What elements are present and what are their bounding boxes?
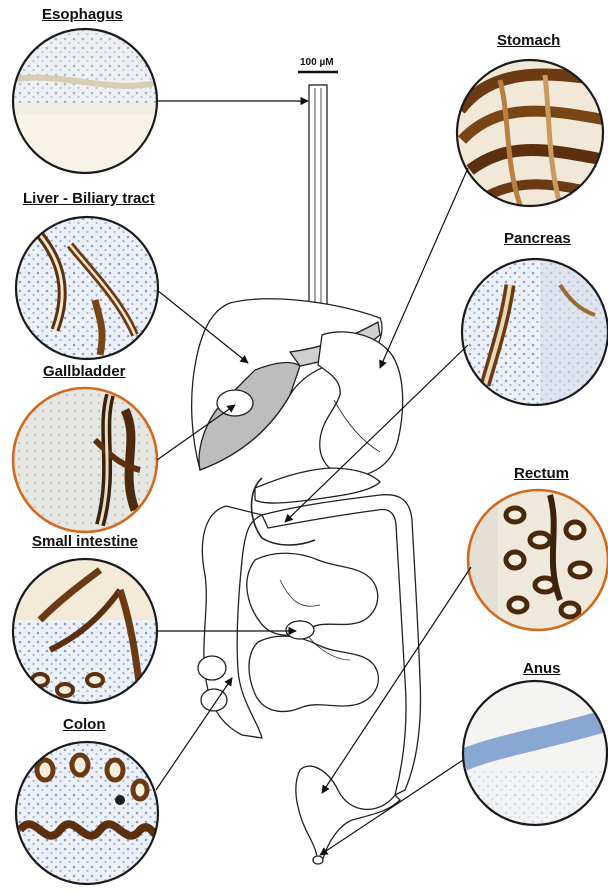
rectum-label: Rectum [514,465,569,482]
gallbladder-shape [217,390,253,416]
rectum-micrograph [468,490,608,630]
gallbladder-label: Gallbladder [43,363,126,380]
pancreas-micrograph [462,259,608,405]
scale-bar-label: 100 µM [300,57,334,68]
small-intestine-micrograph [13,559,157,705]
stomach-label: Stomach [497,32,560,49]
colon-arrow [156,678,232,790]
esophagus-shape [309,85,327,307]
stomach-shape [318,332,403,476]
liver-micrograph [16,217,158,359]
small-intestine-shape [247,553,378,635]
anus-label: Anus [523,660,561,677]
small-intestine-label: Small intestine [32,533,138,550]
gi-anatomy [192,85,421,864]
stomach-arrow [380,168,468,368]
anus-micrograph [463,681,608,830]
colon-micrograph [16,742,160,884]
stomach-micrograph [456,60,606,210]
esophagus-label: Esophagus [42,6,123,23]
gallbladder-micrograph [13,388,157,532]
pancreas-label: Pancreas [504,230,571,247]
anus-shape [313,856,323,864]
esophagus-micrograph [10,28,160,178]
rectum-shape [296,766,400,862]
colon-label: Colon [63,716,106,733]
liver-label: Liver - Biliary tract [23,190,155,207]
